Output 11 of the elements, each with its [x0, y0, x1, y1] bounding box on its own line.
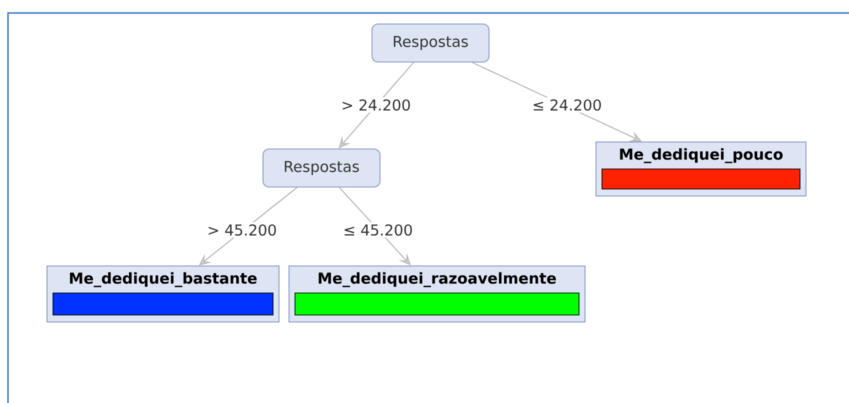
leaf-node: Me_dediquei_bastante — [46, 266, 280, 322]
arrow — [338, 62, 414, 148]
split-node: Respostas — [372, 24, 490, 62]
edge-label: > 45.200 — [205, 222, 279, 238]
edge-label: > 24.200 — [339, 97, 413, 113]
leaf-node: Me_dediquei_pouco — [596, 142, 806, 196]
leaf-node: Me_dediquei_razoavelmente — [288, 266, 586, 322]
edge-label: ≤ 24.200 — [530, 97, 604, 113]
edge-label: ≤ 45.200 — [341, 222, 415, 238]
arrow — [338, 187, 411, 266]
split-node: Respostas — [262, 148, 380, 188]
